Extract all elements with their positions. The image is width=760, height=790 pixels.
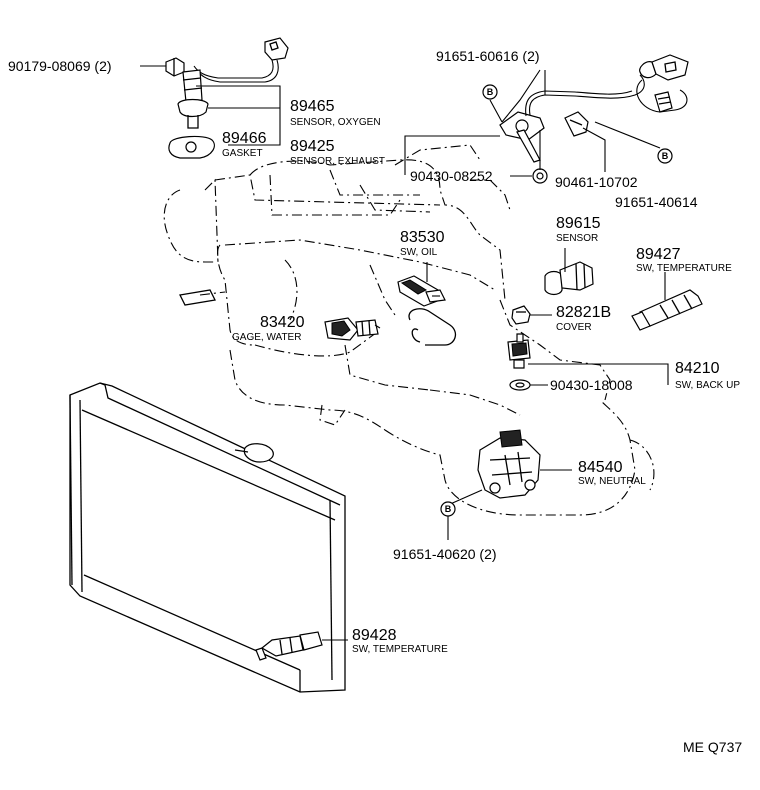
callout-83530: 83530 (400, 229, 445, 246)
callout-89465: 89465 (290, 98, 335, 115)
callout-89465-desc: SENSOR, OXYGEN (290, 117, 381, 128)
clamp-icon (564, 111, 589, 137)
temperature-switch-icon (631, 289, 703, 331)
svg-text:B: B (662, 151, 669, 161)
callout-89428: 89428 (352, 627, 397, 644)
callout-89615: 89615 (556, 215, 601, 232)
oxygen-sensor-icon (177, 37, 289, 129)
callout-83420-desc: GAGE, WATER (232, 332, 301, 343)
water-gage-icon (324, 317, 379, 341)
callout-89425-desc: SENSOR, EXHAUST (290, 156, 385, 167)
cover-icon (511, 305, 531, 325)
callout-83420: 83420 (260, 314, 305, 331)
callout-91651-40620: 91651-40620 (2) (393, 546, 497, 562)
callout-84210-desc: SW, BACK UP (675, 380, 740, 391)
back-up-switch-icon (507, 333, 531, 369)
callout-89425: 89425 (290, 138, 335, 155)
radiator-icon (69, 382, 346, 693)
svg-text:B: B (487, 87, 494, 97)
callout-89466-desc: GASKET (222, 148, 263, 159)
oil-switch-icon (397, 275, 446, 307)
callout-89427: 89427 (636, 246, 681, 263)
callout-89427-desc: SW, TEMPERATURE (636, 263, 732, 274)
nut-icon (165, 57, 185, 77)
callout-90179: 90179-08069 (2) (8, 58, 112, 74)
callout-89466: 89466 (222, 130, 267, 147)
callout-90430-18008: 90430-18008 (550, 377, 633, 393)
engine-outline-icon (163, 144, 655, 516)
callout-90430-08252: 90430-08252 (410, 168, 493, 184)
callout-90461: 90461-10702 (555, 174, 638, 190)
reference-code: ME Q737 (683, 739, 742, 755)
callout-89615-desc: SENSOR (556, 233, 598, 244)
knock-sensor-icon (544, 261, 594, 296)
callout-84540: 84540 (578, 459, 623, 476)
callout-89428-desc: SW, TEMPERATURE (352, 644, 448, 655)
callout-91651-60616: 91651-60616 (2) (436, 48, 540, 64)
callout-82821-desc: COVER (556, 322, 592, 333)
callout-91651-40614: 91651-40614 (615, 194, 698, 210)
callout-84210: 84210 (675, 360, 720, 377)
callout-82821: 82821B (556, 304, 611, 321)
callout-84540-desc: SW, NEUTRAL (578, 476, 646, 487)
temperature-switch-icon-2 (255, 631, 323, 661)
svg-text:B: B (445, 504, 452, 514)
washer-icon-2 (509, 379, 531, 391)
exhaust-sensor-icon (499, 54, 689, 163)
b-marker: B (440, 501, 456, 517)
gasket-icon (168, 135, 215, 159)
b-marker: B (657, 148, 673, 164)
washer-icon (532, 168, 548, 184)
neutral-switch-icon (477, 429, 541, 499)
callout-83530-desc: SW, OIL (400, 247, 438, 258)
b-marker: B (482, 84, 498, 100)
